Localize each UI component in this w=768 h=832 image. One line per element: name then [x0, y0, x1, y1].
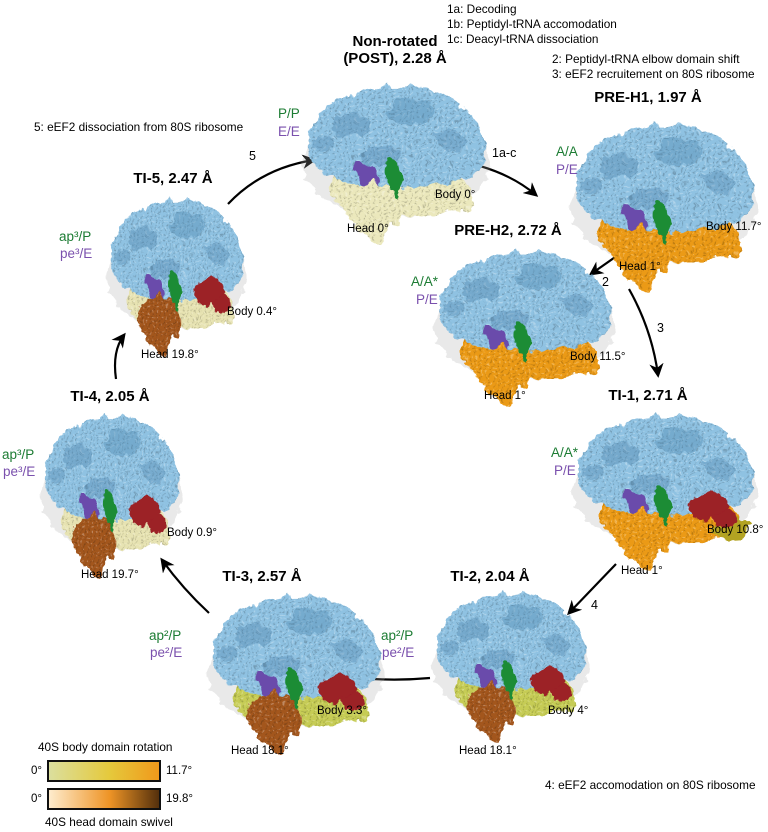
state-title-ti1: TI-1, 2.71 Å: [608, 387, 688, 404]
cryoem-map-ti4: [40, 416, 183, 575]
ti4-trna-state-1: ap³/P: [2, 447, 35, 462]
legend-head-title: 40S head domain swivel: [45, 815, 173, 829]
ti5-head-angle: Head 19.8°: [141, 349, 199, 361]
arrow-label-3: 3: [657, 321, 664, 335]
state-title-preh1: PRE-H1, 1.97 Å: [594, 89, 702, 106]
ti5-trna-state-1: ap³/P: [59, 229, 92, 244]
ti2-head-angle: Head 18.1°: [459, 745, 517, 757]
legend-head-min: 0°: [31, 793, 42, 805]
step-1-annotations: 1a: Decoding 1b: Peptidyl-tRNA accomodat…: [447, 2, 617, 47]
step-1b-text: 1b: Peptidyl-tRNA accomodation: [447, 17, 617, 31]
step-1a-text: 1a: Decoding: [447, 2, 517, 16]
post-trna-state-1: P/P: [278, 106, 300, 121]
preh1-trna-state-1: A/A: [556, 144, 578, 159]
preh1-body-angle: Body 11.7°: [706, 221, 762, 233]
ti2-trna-state-1: ap²/P: [381, 628, 414, 643]
preh2-head-angle: Head 1°: [484, 390, 526, 402]
state-title-ti5: TI-5, 2.47 Å: [133, 170, 213, 187]
preh2-body-angle: Body 11.5°: [570, 351, 626, 363]
legend-body-max: 11.7°: [166, 765, 193, 777]
legend-body-title: 40S body domain rotation: [38, 740, 173, 754]
cryoem-map-ti3: [207, 595, 385, 751]
ti3-trna-state-2: pe²/E: [150, 645, 183, 660]
ti1-trna-state-2: P/E: [554, 463, 576, 478]
preh1-trna-state-2: P/E: [556, 162, 578, 177]
ti5-trna-state-2: pe³/E: [60, 246, 93, 261]
rotation-legend: 40S body domain rotation 0° 11.7° 0° 19.…: [20, 740, 235, 829]
ti2-body-angle: Body 4°: [548, 705, 589, 717]
post-trna-state-2: E/E: [278, 124, 300, 139]
ti4-body-angle: Body 0.9°: [167, 527, 217, 539]
legend-head-row: 0° 19.8°: [20, 788, 235, 810]
cryoem-map-ti2: [431, 593, 590, 739]
state-title-preh2: PRE-H2, 2.72 Å: [454, 222, 562, 239]
ti5-body-angle: Body 0.4°: [227, 306, 277, 318]
cryoem-map-ti5: [106, 199, 247, 353]
state-title-ti4: TI-4, 2.05 Å: [70, 388, 150, 405]
step-2-text: 2: Peptidyl-tRNA elbow domain shift: [552, 52, 740, 66]
state-title-post: Non-rotated (POST), 2.28 Å: [290, 33, 500, 67]
cryoem-map-preh2: [433, 251, 616, 403]
legend-body-min: 0°: [31, 765, 42, 777]
cryoem-map-preh1: [570, 124, 758, 289]
step-3-text: 3: eEF2 recruitement on 80S ribosome: [552, 67, 755, 81]
ti1-trna-state-1: A/A*: [551, 445, 579, 460]
legend-body-row: 0° 11.7°: [20, 760, 235, 782]
step-5-annotation: 5: eEF2 dissociation from 80S ribosome: [34, 120, 244, 134]
preh1-head-angle: Head 1°: [619, 261, 661, 273]
cryoem-map-post: [302, 85, 490, 241]
ti1-body-angle: Body 10.8°: [707, 524, 764, 536]
ti3-body-angle: Body 3.3°: [317, 705, 367, 717]
step-4-annotation: 4: eEF2 accomodation on 80S ribosome: [545, 778, 756, 792]
body-rotation-gradient: [47, 760, 161, 782]
post-title-line1: Non-rotated: [352, 33, 438, 50]
arrow-label-5: 5: [249, 149, 256, 163]
arrow-preh2-to-ti1: [628, 288, 664, 378]
ti3-trna-state-1: ap²/P: [149, 628, 182, 643]
post-title-line2: (POST), 2.28 Å: [343, 50, 447, 67]
step-1c-text: 1c: Deacyl-tRNA dissociation: [447, 32, 599, 46]
ti2-trna-state-2: pe²/E: [382, 645, 415, 660]
head-swivel-gradient: [47, 788, 161, 810]
preh2-trna-state-1: A/A*: [411, 274, 439, 289]
step-2-3-annotations: 2: Peptidyl-tRNA elbow domain shift 3: e…: [552, 52, 755, 82]
arrow-label-4: 4: [591, 598, 598, 612]
post-head-angle: Head 0°: [347, 223, 389, 235]
legend-head-max: 19.8°: [166, 793, 193, 805]
state-title-ti3: TI-3, 2.57 Å: [222, 568, 302, 585]
ti3-head-angle: Head 18.1°: [231, 745, 289, 757]
state-title-ti2: TI-2, 2.04 Å: [450, 568, 530, 585]
preh2-trna-state-2: P/E: [416, 292, 438, 307]
ti4-head-angle: Head 19.7°: [81, 569, 139, 581]
post-body-angle: Body 0°: [435, 189, 476, 201]
ti4-trna-state-2: pe³/E: [3, 464, 36, 479]
arrow-label-2: 2: [602, 275, 609, 289]
cryoem-map-ti1: [572, 415, 758, 567]
ti1-head-angle: Head 1°: [621, 565, 663, 577]
arrow-label-1a-c: 1a-c: [492, 146, 517, 160]
